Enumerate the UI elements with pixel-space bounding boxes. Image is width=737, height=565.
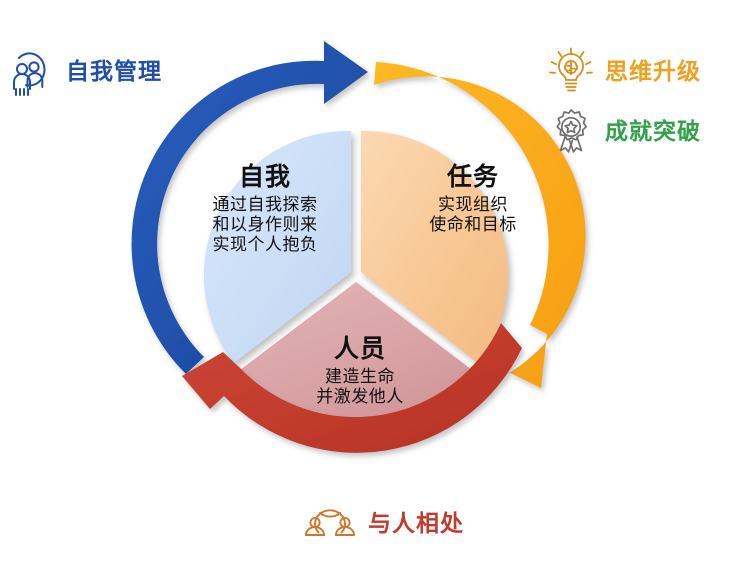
label-mind-upgrade-text: 思维升级 <box>605 57 701 84</box>
label-self-management[interactable]: 自我管理 <box>8 46 162 96</box>
two-people-in-circle-icon <box>13 52 46 96</box>
label-achievement-breakthrough-text: 成就突破 <box>605 117 701 144</box>
label-get-along-with-people-text: 与人相处 <box>368 509 464 536</box>
label-get-along-with-people[interactable]: 与人相处 <box>300 501 464 545</box>
label-mind-upgrade[interactable]: 思维升级 <box>545 44 701 98</box>
two-people-circle-icon <box>305 509 355 536</box>
arc-arrow-self[interactable] <box>131 41 368 374</box>
wedge-self[interactable] <box>203 130 351 363</box>
label-achievement-breakthrough[interactable]: 成就突破 <box>545 104 701 158</box>
wedge-task[interactable] <box>361 130 509 363</box>
lightbulb-brain-icon <box>549 47 593 92</box>
award-ribbon-star-icon <box>556 109 588 153</box>
wedge-people[interactable] <box>240 282 472 428</box>
label-self-management-text: 自我管理 <box>66 57 162 84</box>
arc-arrow-people[interactable] <box>182 323 522 453</box>
arc-arrow-task[interactable] <box>374 62 586 388</box>
